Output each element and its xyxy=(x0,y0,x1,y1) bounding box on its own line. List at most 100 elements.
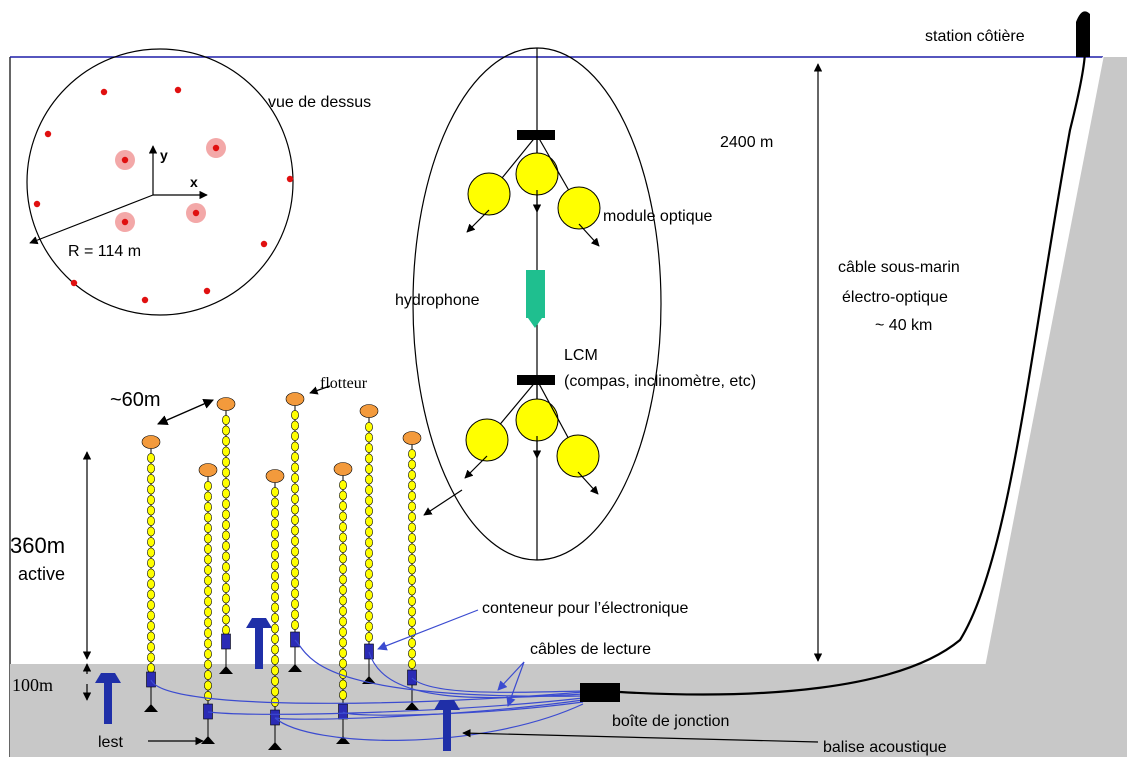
readout-arrow-2 xyxy=(506,661,525,707)
optical-module-bead xyxy=(339,637,347,648)
optical-module-bead xyxy=(222,583,230,593)
optical-module-bead xyxy=(291,567,299,578)
detector-dot xyxy=(192,209,200,217)
optical-module-bead xyxy=(408,533,416,543)
hydrophone-icon xyxy=(526,270,545,318)
optical-module-bead xyxy=(365,590,373,600)
electronics-container xyxy=(364,643,374,660)
optical-module-bead xyxy=(204,575,212,586)
optical-module-bead xyxy=(222,415,230,425)
optical-module-bead xyxy=(291,441,299,452)
optical-module-bead xyxy=(271,508,279,518)
optical-module-bead xyxy=(291,462,299,473)
optical-module-bead xyxy=(271,634,279,644)
hydrophone-label: hydrophone xyxy=(395,292,480,309)
optical-module-bead xyxy=(291,452,299,462)
optical-module-bead xyxy=(222,488,230,499)
optical-module-bead xyxy=(291,494,299,504)
optical-module-bead xyxy=(271,665,279,676)
optical-module-bead xyxy=(204,533,212,544)
optical-module-bead xyxy=(204,607,212,617)
optical-module-bead xyxy=(271,592,279,602)
optical-module-bead xyxy=(271,529,279,539)
optical-module-bead xyxy=(222,593,230,604)
junction-box xyxy=(580,683,620,702)
readout-cable xyxy=(274,703,584,741)
anchor-icon xyxy=(144,704,158,712)
optical-module-bead xyxy=(365,474,373,485)
anchor-icon xyxy=(201,736,215,744)
optical-module-bead xyxy=(291,620,299,630)
optical-module-bead xyxy=(147,642,155,652)
optical-module-bead xyxy=(339,585,347,595)
optical-module xyxy=(465,418,509,462)
optical-module-bead xyxy=(147,484,155,495)
optical-module-bead xyxy=(291,536,299,546)
optical-module-bead xyxy=(365,611,373,621)
optical-module-bead xyxy=(339,511,347,522)
optical-module-bead xyxy=(271,581,279,592)
beacon-icon xyxy=(434,700,460,710)
float-buoy xyxy=(333,462,353,476)
optical-module-bead xyxy=(271,560,279,571)
float-buoy xyxy=(216,397,236,411)
readout-cable xyxy=(342,701,584,716)
detector-dot xyxy=(174,86,182,94)
optical-module-bead xyxy=(222,572,230,583)
lcm-frame xyxy=(517,130,555,140)
optical-module-bead xyxy=(222,520,230,530)
detector-dot xyxy=(203,287,211,295)
optical-module-bead xyxy=(204,649,212,659)
optical-module-bead xyxy=(147,558,155,568)
optical-module xyxy=(467,172,511,216)
optical-module-bead xyxy=(222,457,230,467)
float-buoy xyxy=(198,463,218,477)
detector-dot xyxy=(141,296,149,304)
optical-module xyxy=(515,398,559,442)
optical-module-bead xyxy=(147,495,155,505)
optical-module-bead xyxy=(339,658,347,669)
optical-module-bead xyxy=(147,526,155,537)
optical-module-bead xyxy=(147,600,155,610)
spacing-arrow xyxy=(157,398,214,426)
optical-module-bead xyxy=(291,410,299,420)
radius-arrow xyxy=(29,194,154,245)
optical-module-bead xyxy=(204,544,212,554)
optical-module-bead xyxy=(339,501,347,511)
electronics-container xyxy=(290,631,300,648)
beacon-mast xyxy=(104,683,112,724)
optical-module-bead xyxy=(365,600,373,611)
active-height-label: 360m xyxy=(10,533,65,558)
optical-module-bead xyxy=(365,632,373,642)
beacon-mast xyxy=(443,710,451,751)
beacon-arrow xyxy=(462,728,819,743)
optical-module-bead xyxy=(365,537,373,548)
optical-module-bead xyxy=(204,680,212,691)
optical-module-bead xyxy=(204,512,212,523)
float-label: flotteur xyxy=(320,375,368,392)
optical-module-bead xyxy=(204,596,212,607)
detector-layout-dots xyxy=(33,86,294,304)
optical-module-bead xyxy=(271,539,279,550)
float-arrow xyxy=(309,385,331,395)
optical-module-bead xyxy=(291,515,299,525)
optical-module-bead xyxy=(222,509,230,520)
optical-module-bead xyxy=(339,690,347,700)
optical-module-label: module optique xyxy=(603,208,713,225)
electronics-container xyxy=(270,709,280,726)
optical-module-bead xyxy=(271,602,279,613)
optical-module-bead xyxy=(339,648,347,658)
optical-module-bead xyxy=(339,543,347,553)
optical-module-bead xyxy=(204,481,212,491)
optical-module-bead xyxy=(408,554,416,564)
optical-module-bead xyxy=(365,506,373,516)
container-label: conteneur pour l’électronique xyxy=(482,600,688,617)
beacon-mast xyxy=(255,628,263,669)
optical-module-bead xyxy=(408,638,416,648)
optical-module-bead xyxy=(204,659,212,670)
optical-module-bead xyxy=(271,623,279,634)
float-buoy xyxy=(265,469,285,483)
lcm-title: LCM xyxy=(564,347,598,364)
optical-module-bead xyxy=(365,432,373,443)
detector-dot xyxy=(286,175,294,183)
